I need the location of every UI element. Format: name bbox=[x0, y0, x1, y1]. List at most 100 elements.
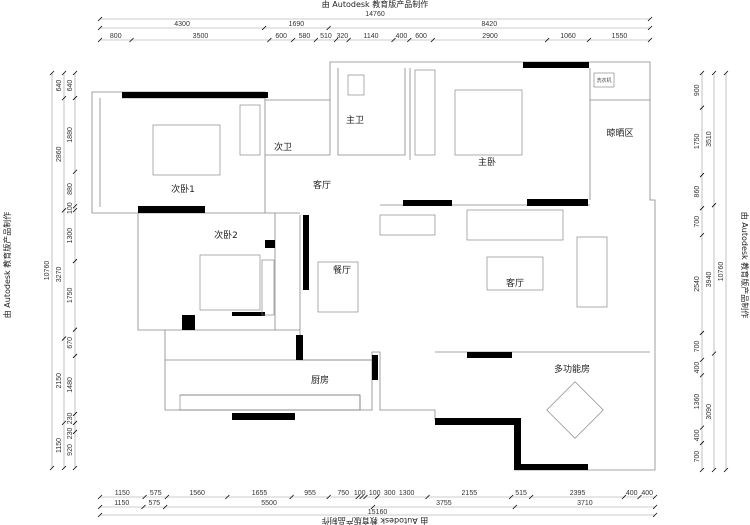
dimension-tick bbox=[711, 351, 717, 356]
dimension-tick bbox=[333, 37, 339, 43]
dimension-tick bbox=[72, 420, 78, 426]
dimension-tick bbox=[425, 494, 430, 500]
dimension-label: 640 bbox=[67, 80, 74, 92]
dimension-label: 1150 bbox=[114, 500, 129, 507]
dimension-label: 100 bbox=[354, 490, 366, 497]
dimension-label: 2150 bbox=[56, 373, 63, 389]
dimension-label: 300 bbox=[384, 490, 396, 497]
dimension-tick bbox=[528, 494, 534, 500]
dimension-tick bbox=[430, 37, 436, 43]
dimension-label: 860 bbox=[694, 186, 701, 198]
dimension-tick bbox=[225, 494, 230, 500]
dimension-tick bbox=[49, 465, 55, 471]
dimension-label: 750 bbox=[337, 490, 349, 497]
dimension-tick bbox=[61, 420, 67, 426]
dimension-label: 400 bbox=[694, 429, 701, 441]
dimension-tick bbox=[363, 494, 368, 500]
dimension-label: 1750 bbox=[67, 287, 74, 303]
dimension-label: 580 bbox=[299, 33, 311, 40]
dimension-tick bbox=[72, 353, 78, 359]
dimension-tick bbox=[72, 169, 78, 175]
dimension-tick bbox=[97, 37, 103, 43]
dimension-tick bbox=[72, 95, 78, 101]
dimension-label: 400 bbox=[641, 490, 653, 497]
dimension-tick bbox=[61, 70, 67, 76]
dimension-label: 1300 bbox=[399, 490, 415, 497]
dimension-label: 700 bbox=[694, 451, 701, 463]
dimension-label: 1560 bbox=[189, 490, 205, 497]
dimension-label: 1655 bbox=[252, 490, 268, 497]
dimension-tick bbox=[129, 37, 134, 43]
dimension-tick bbox=[699, 205, 705, 211]
dimension-tick bbox=[97, 504, 103, 510]
watermark-top: 由 Autodesk 教育版产品制作 bbox=[322, 0, 428, 9]
label-master-bedroom: 主卧 bbox=[478, 156, 496, 168]
room-labels: 次卧1 次卫 客厅 主卫 主卧 晾晒区 次卧2 餐厅 客厅 厨房 多功能房 洗衣… bbox=[171, 77, 633, 386]
watermark-right: 由 Autodesk 教育版产品制作 bbox=[740, 212, 750, 318]
dimension-tick bbox=[711, 202, 717, 208]
dimension-label: 1360 bbox=[694, 394, 701, 410]
dimension-tick bbox=[72, 465, 78, 471]
dimension-label: 1150 bbox=[115, 490, 130, 497]
watermark-left: 由 Autodesk 教育版产品制作 bbox=[2, 212, 12, 318]
dimension-tick bbox=[711, 70, 717, 76]
dimension-tick bbox=[313, 37, 319, 43]
dimension-tick bbox=[72, 207, 78, 213]
dimension-tick bbox=[72, 203, 78, 209]
dimension-label: 515 bbox=[515, 490, 527, 497]
dimension-tick bbox=[512, 504, 518, 510]
bed-bedroom1 bbox=[152, 124, 221, 176]
dimension-tick bbox=[723, 467, 729, 473]
dimension-tick bbox=[289, 494, 294, 500]
dimension-tick bbox=[723, 70, 729, 76]
square-table bbox=[546, 381, 604, 439]
dimension-tick bbox=[346, 37, 351, 43]
dimension-tick bbox=[621, 494, 627, 500]
washer-box bbox=[593, 72, 615, 88]
dimension-label: 400 bbox=[694, 362, 701, 374]
piano bbox=[379, 214, 436, 236]
dimension-tick bbox=[355, 494, 361, 500]
label-kitchen: 厨房 bbox=[311, 374, 329, 386]
label-master-bath: 主卫 bbox=[346, 114, 364, 126]
dimension-label: 1750 bbox=[694, 133, 701, 149]
dimension-label: 320 bbox=[336, 33, 348, 40]
dimension-label: 3940 bbox=[706, 272, 713, 288]
dimension-tick bbox=[370, 504, 376, 510]
dimension-label: 400 bbox=[396, 33, 408, 40]
dimension-tick bbox=[711, 467, 717, 473]
dimension-tick bbox=[72, 327, 78, 332]
dimension-tick bbox=[544, 37, 550, 43]
dimension-tick bbox=[164, 494, 170, 500]
dimension-tick bbox=[699, 425, 705, 430]
dimension-label: 900 bbox=[694, 84, 701, 96]
label-dining: 餐厅 bbox=[333, 264, 351, 276]
dining-table bbox=[317, 261, 359, 313]
dimension-tick bbox=[699, 172, 705, 178]
dimension-tick bbox=[326, 25, 331, 31]
wardrobe-bed2 bbox=[261, 259, 275, 316]
dimension-tick bbox=[72, 429, 78, 435]
dimension-tick bbox=[652, 504, 658, 510]
dimension-label: 920 bbox=[67, 444, 74, 456]
wall-blocks bbox=[122, 62, 589, 470]
dimension-tick bbox=[72, 411, 78, 417]
dimension-tick bbox=[699, 440, 705, 446]
dimension-label: 670 bbox=[67, 337, 74, 349]
dimension-tick bbox=[359, 494, 364, 500]
watermark-bottom: 由 Autodesk 教育版产品制作 bbox=[322, 516, 428, 525]
dimension-label: 15160 bbox=[368, 509, 388, 516]
dimension-label: 700 bbox=[694, 216, 701, 228]
label-bedroom2-2: 次卧2 bbox=[214, 229, 238, 241]
sofa-side bbox=[576, 236, 608, 308]
dimension-tick bbox=[699, 330, 705, 336]
dimension-label: 5500 bbox=[261, 500, 277, 507]
dimension-tick bbox=[699, 105, 705, 110]
dimension-label: 640 bbox=[56, 80, 63, 92]
dimension-tick bbox=[290, 37, 296, 43]
dimension-label: 3500 bbox=[193, 33, 209, 40]
wardrobe-master bbox=[414, 69, 436, 156]
dimension-tick bbox=[97, 25, 103, 31]
